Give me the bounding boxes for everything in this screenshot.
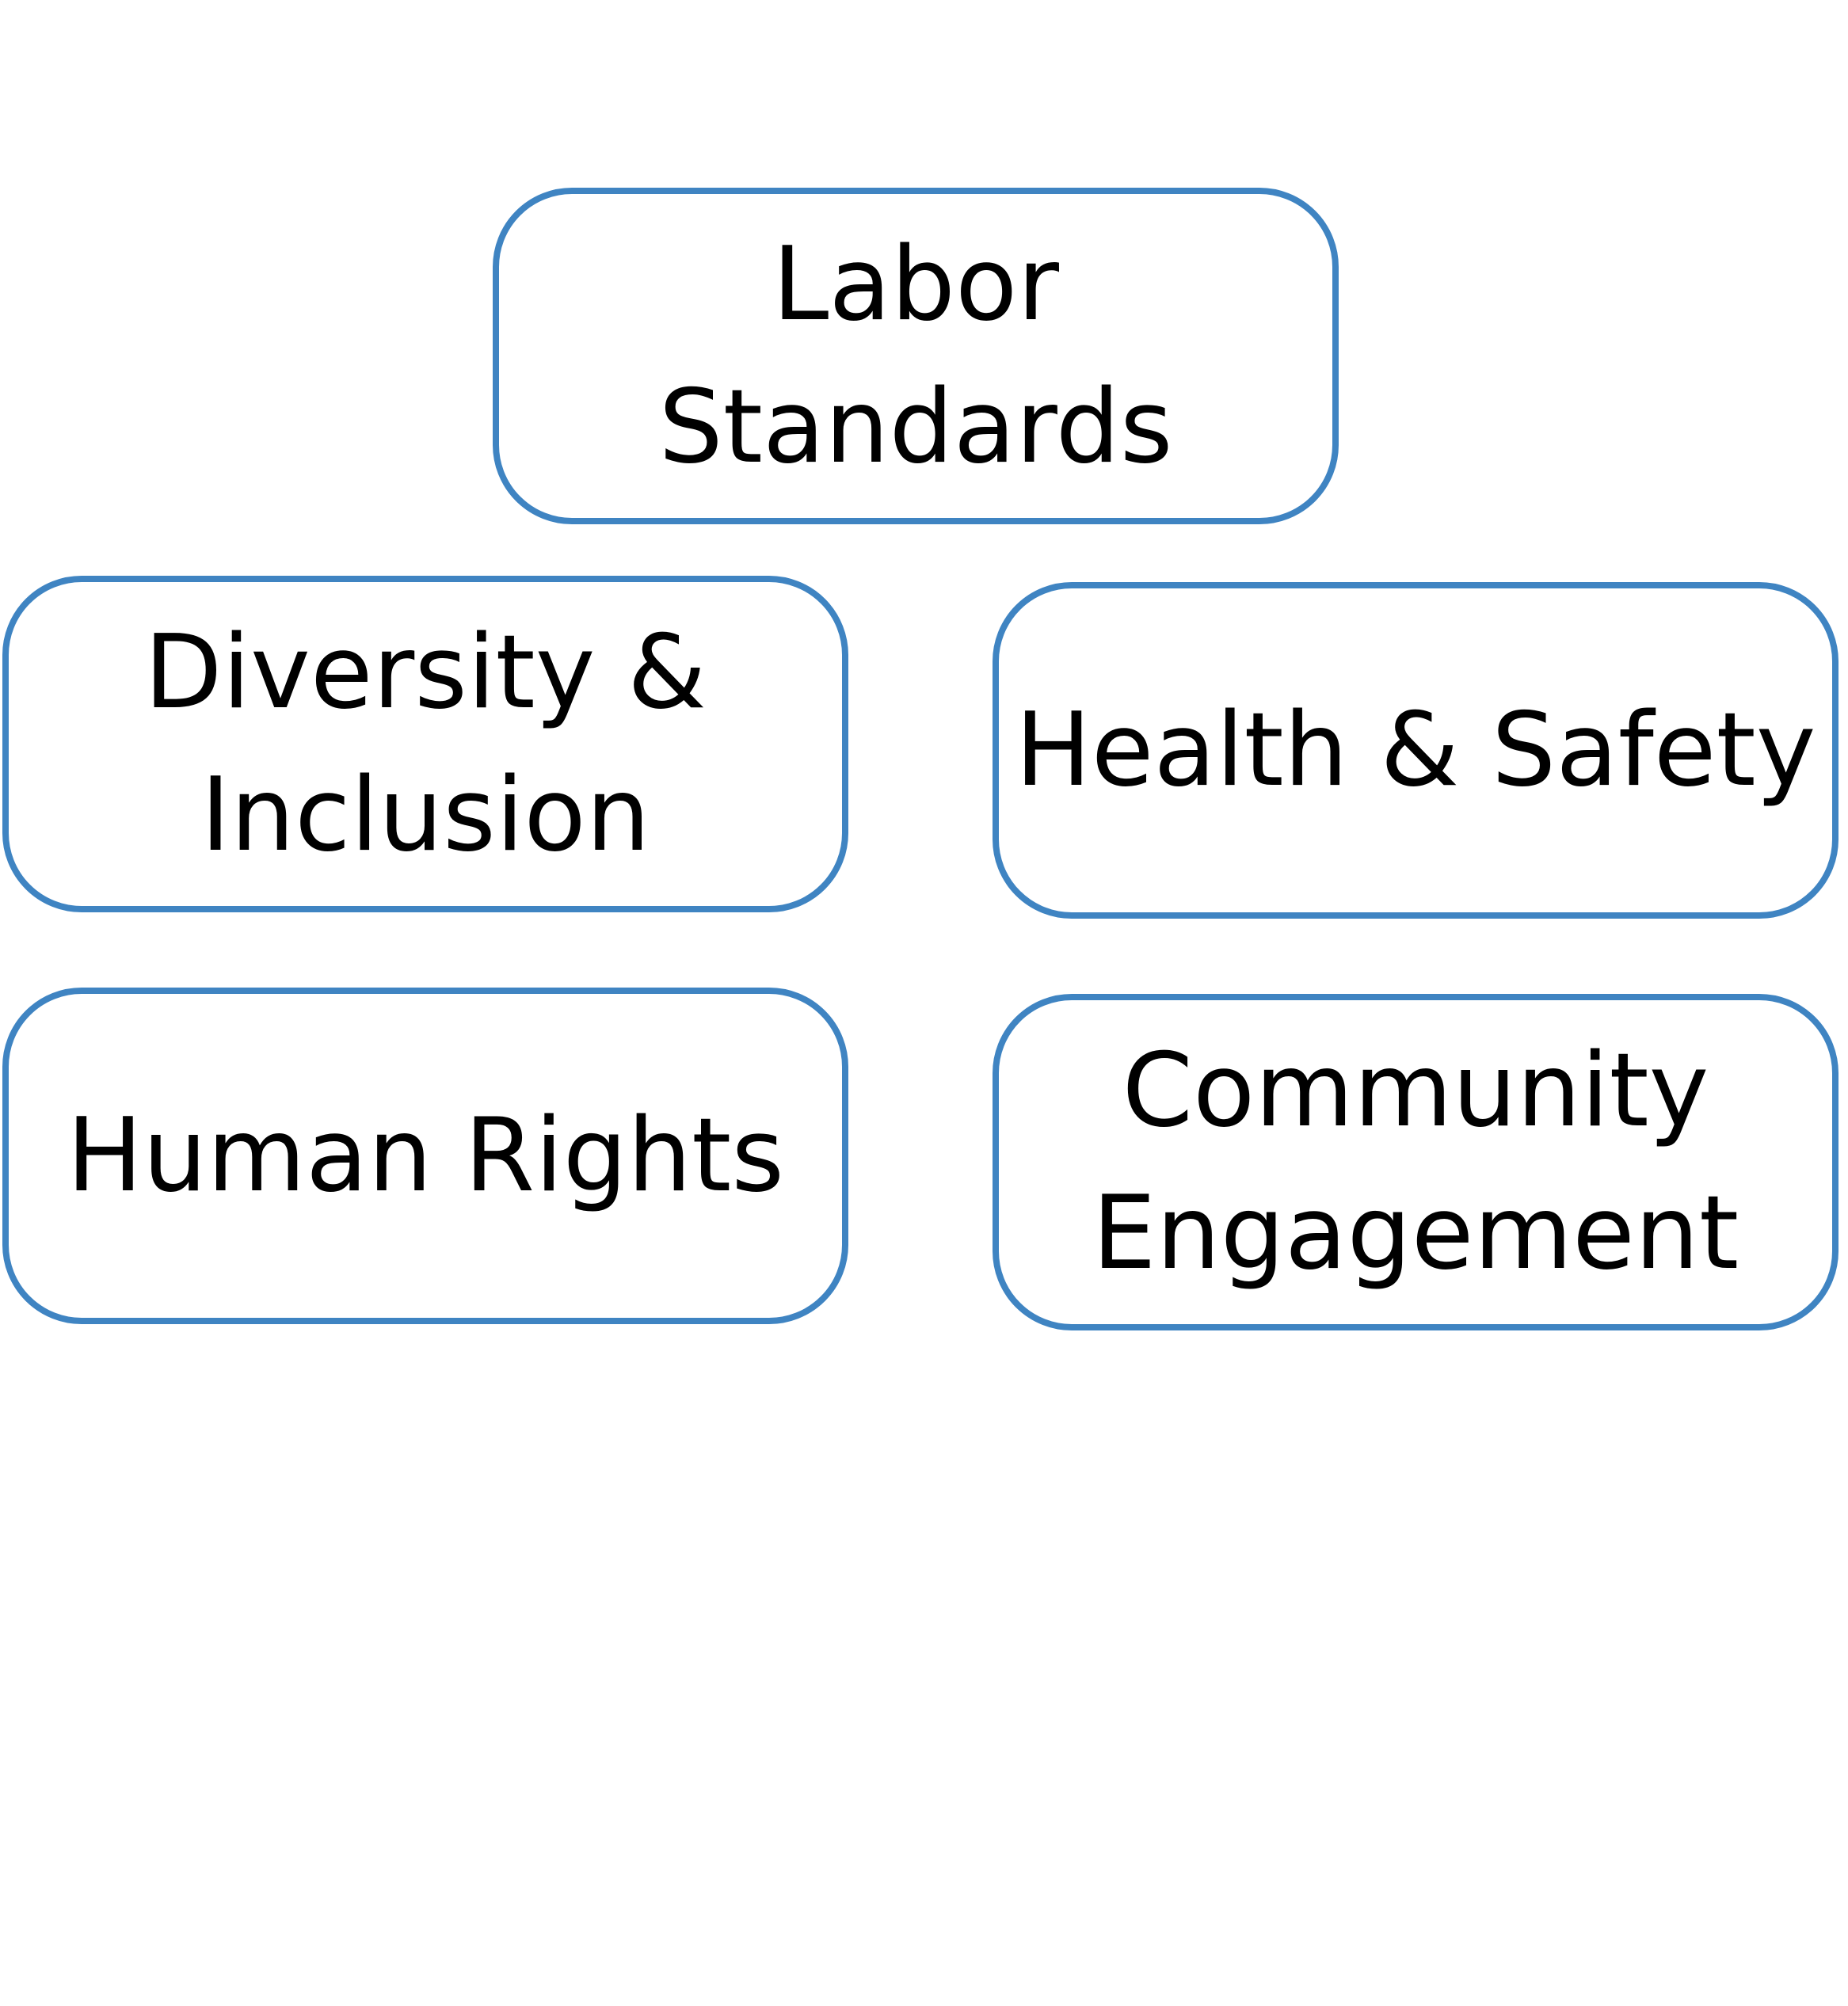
node-label: Labor Standards xyxy=(658,226,1173,486)
node-label: Human Rights xyxy=(66,1096,785,1215)
node-diversity-inclusion: Diversity & Inclusion xyxy=(2,576,848,912)
node-label: Health & Safety xyxy=(1015,691,1816,809)
node-community-engagement: Community Engagement xyxy=(993,994,1838,1330)
node-labor-standards: Labor Standards xyxy=(493,188,1339,524)
node-label: Diversity & Inclusion xyxy=(144,614,707,874)
node-human-rights: Human Rights xyxy=(2,988,848,1324)
node-label: Community Engagement xyxy=(1092,1032,1739,1292)
node-health-safety: Health & Safety xyxy=(993,582,1838,919)
